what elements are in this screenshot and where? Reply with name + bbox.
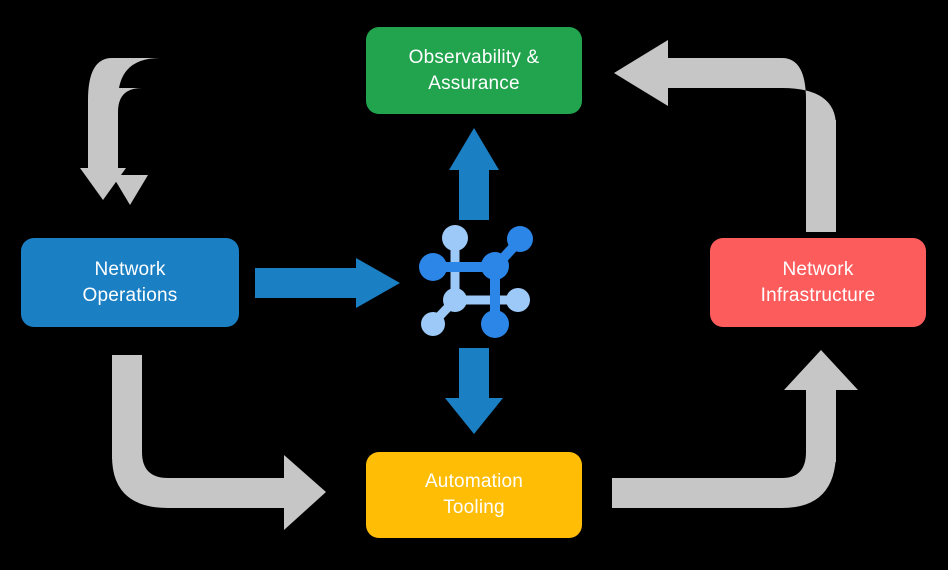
arrow-observability-to-operations-head <box>80 168 126 200</box>
node-label-network-operations: Network Operations <box>82 258 178 306</box>
arrow-automation-to-infrastructure-body <box>612 400 836 508</box>
network-mesh-dark-nodes <box>419 226 533 338</box>
node-box-observability[interactable]: Observability & Assurance <box>366 27 582 114</box>
network-mesh-dark-edges <box>429 235 525 327</box>
arrow-infrastructure-to-observability-body <box>660 58 836 230</box>
node-label-observability: Observability & Assurance <box>408 46 540 94</box>
arrow-infrastructure-to-observability-stem <box>806 120 836 232</box>
node-box-automation-tooling[interactable]: Automation Tooling <box>366 452 582 538</box>
arrow-observability-to-operations-stem <box>88 110 118 172</box>
arrow-operations-to-automation-head <box>284 455 326 530</box>
arrow-observability-to-operations-body <box>88 43 340 175</box>
arrow-automation-to-infrastructure-stem <box>806 382 836 462</box>
arrow-operations-to-automation-body <box>112 355 290 508</box>
network-mesh-light-nodes <box>421 225 530 336</box>
node-label-automation-tooling: Automation Tooling <box>424 471 524 518</box>
network-mesh-light-edges <box>429 235 521 327</box>
arrow-infrastructure-to-observability-head <box>614 40 668 106</box>
arrow-observability-to-operations <box>88 58 340 205</box>
arrow-operations-to-automation-stem <box>112 355 142 459</box>
arrow-center-to-automation <box>445 348 503 434</box>
node-box-network-operations[interactable]: Network Operations <box>21 238 239 327</box>
arrow-center-to-observability <box>449 128 499 220</box>
node-box-network-infrastructure[interactable]: Network Infrastructure <box>710 238 926 327</box>
arrow-automation-to-infrastructure-head <box>784 350 858 390</box>
node-label-network-infrastructure: Network Infrastructure <box>760 258 876 306</box>
arrow-operations-to-center <box>255 258 400 308</box>
